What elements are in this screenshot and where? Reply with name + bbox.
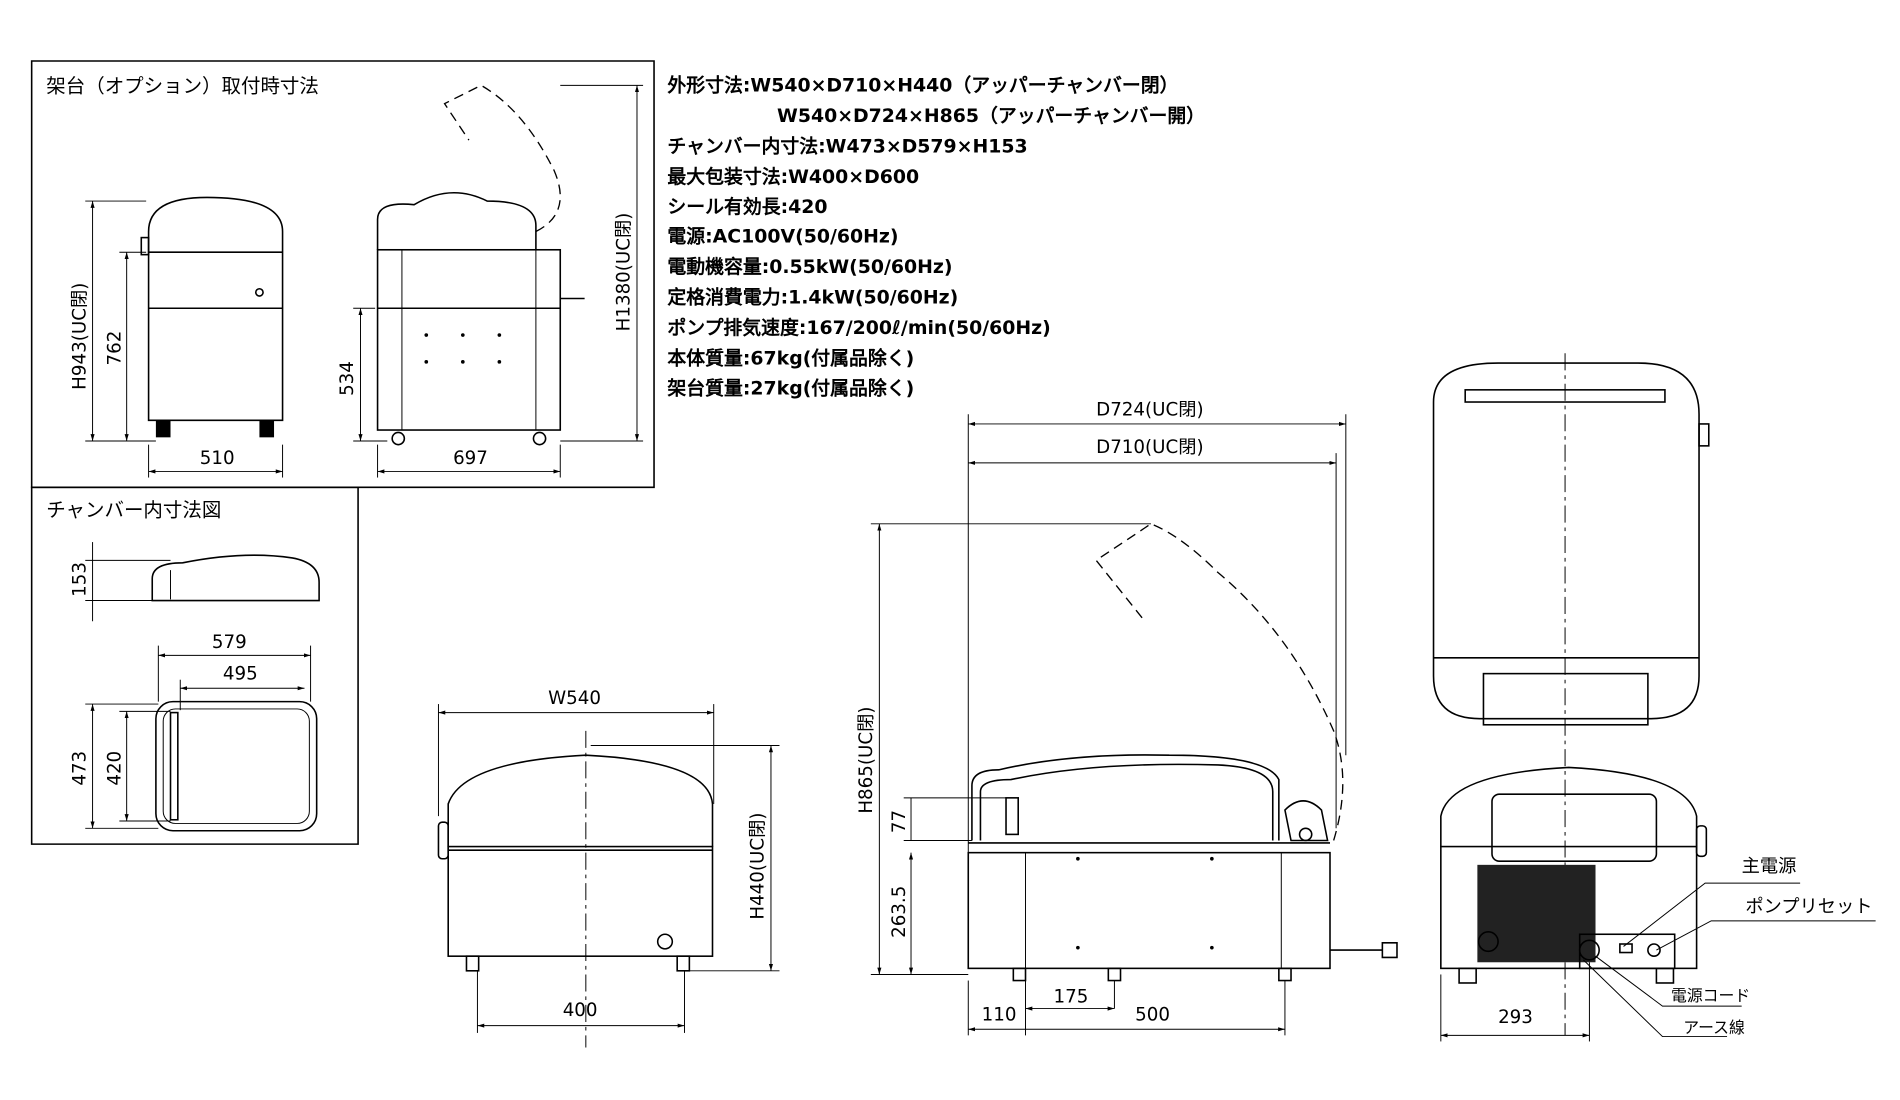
spec-list: 外形寸法:W540×D710×H440（アッパーチャンバー閉） W540×D72… [666, 73, 1205, 399]
callout-pump-reset: ポンプリセット [1745, 896, 1872, 917]
dim-473: 473 [69, 751, 90, 786]
front-view: W540 H440(UC閉) 400 [437, 688, 780, 1048]
dim-d724: D724(UC閉) [1096, 399, 1203, 420]
spec-line: 電動機容量:0.55kW(50/60Hz) [667, 255, 952, 278]
dim-534: 534 [337, 361, 358, 396]
dim-110: 110 [982, 1005, 1017, 1026]
dim-500: 500 [1135, 1005, 1170, 1026]
spec-line: チャンバー内寸法:W473×D579×H153 [667, 134, 1027, 157]
dim-h1380: H1380(UC閉) [614, 213, 635, 332]
dim-77: 77 [889, 810, 910, 833]
dim-w540: W540 [548, 688, 601, 709]
chamber-panel: チャンバー内寸法図 153 579 495 473 420 [30, 486, 359, 845]
stand-front-view [140, 196, 284, 438]
dim-d710: D710(UC閉) [1096, 437, 1203, 458]
dim-420: 420 [105, 751, 126, 786]
dim-495: 495 [223, 664, 258, 685]
top-view [1432, 353, 1710, 1036]
spec-line: 最大包装寸法:W400×D600 [667, 165, 919, 188]
spec-line: W540×D724×H865（アッパーチャンバー開） [777, 104, 1205, 127]
callout-earth-wire: アース線 [1683, 1018, 1745, 1037]
callout-power-cord: 電源コード [1671, 986, 1750, 1005]
callout-main-power: 主電源 [1742, 856, 1797, 877]
dim-h865: H865(UC閉) [856, 707, 877, 814]
rear-view: 主電源 ポンプリセット 電源コード アース線 293 [1440, 766, 1876, 1042]
dim-510: 510 [200, 448, 235, 469]
spec-line: 架台質量:27kg(付属品除く) [667, 377, 914, 400]
spec-line: 外形寸法:W540×D710×H440（アッパーチャンバー閉） [666, 73, 1178, 96]
dim-400: 400 [563, 1000, 598, 1021]
dim-293: 293 [1498, 1007, 1533, 1028]
dim-263-5: 263.5 [889, 886, 910, 938]
dim-175: 175 [1054, 986, 1089, 1007]
spec-line: ポンプ排気速度:167/200ℓ/min(50/60Hz) [667, 316, 1050, 339]
spec-line: シール有効長:420 [667, 195, 827, 218]
stand-panel-title: 架台（オプション）取付時寸法 [46, 75, 319, 98]
side-view: D724(UC閉) D710(UC閉) H865(UC閉) 77 263.5 1… [856, 399, 1398, 1036]
dim-579: 579 [212, 632, 247, 653]
dim-h440: H440(UC閉) [748, 812, 769, 919]
spec-line: 本体質量:67kg(付属品除く) [667, 346, 914, 369]
stand-panel: 架台（オプション）取付時寸法 H943(UC閉) 762 510 [30, 60, 655, 489]
dim-153: 153 [69, 562, 90, 597]
chamber-panel-title: チャンバー内寸法図 [46, 499, 221, 522]
dim-762: 762 [105, 331, 126, 366]
spec-line: 定格消費電力:1.4kW(50/60Hz) [667, 285, 958, 308]
spec-line: 電源:AC100V(50/60Hz) [667, 224, 898, 247]
dim-h943: H943(UC閉) [69, 283, 90, 390]
stand-side-view [376, 84, 585, 446]
dim-697: 697 [453, 448, 488, 469]
